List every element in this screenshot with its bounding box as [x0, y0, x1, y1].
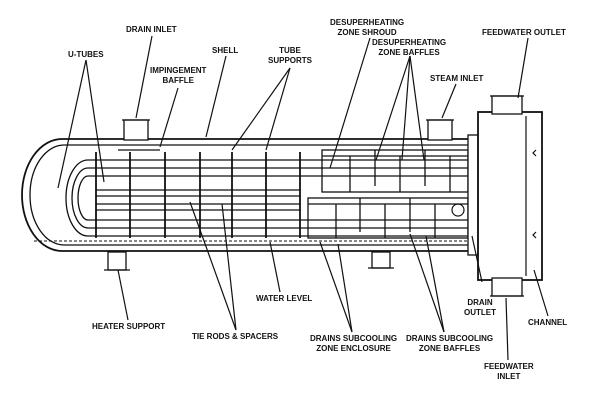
- label-feedwater-inlet-line1: FEEDWATER: [484, 362, 534, 371]
- label-drains-subcooling-zone-enclosure-line2: ZONE ENCLOSURE: [316, 344, 391, 353]
- feedwater-inlet-nozzle: [490, 277, 524, 297]
- label-tube-supports-line1: TUBE: [279, 46, 301, 55]
- label-desuperheating-zone-shroud-line1: DESUPERHEATING: [330, 18, 405, 27]
- label-desuperheating-zone-baffles-line2: ZONE BAFFLES: [378, 48, 440, 57]
- label-heater-support: HEATER SUPPORT: [92, 322, 166, 331]
- label-drains-subcooling-zone-baffles-line2: ZONE BAFFLES: [418, 344, 481, 353]
- label-drains-subcooling-zone-enclosure: DRAINS SUBCOOLING ZONE ENCLOSURE: [310, 334, 397, 354]
- subcooling-enclosure: [307, 197, 469, 239]
- label-drains-subcooling-zone-enclosure-line1: DRAINS SUBCOOLING: [310, 334, 398, 343]
- label-drains-subcooling-zone-baffles-line1: DRAINS SUBCOOLING: [406, 334, 494, 343]
- tube-support-plates: [95, 152, 301, 238]
- label-desuperheating-zone-shroud: DESUPERHEATING ZONE SHROUD: [330, 18, 404, 38]
- label-feedwater-inlet: FEEDWATER INLET: [484, 362, 534, 382]
- label-drain-inlet: DRAIN INLET: [126, 25, 177, 34]
- label-impingement-baffle-line1: IMPINGEMENT: [150, 66, 207, 75]
- tube-sheet: [467, 134, 479, 256]
- label-tie-rods-spacers: TIE RODS & SPACERS: [192, 332, 279, 341]
- label-feedwater-outlet: FEEDWATER OUTLET: [482, 28, 566, 37]
- label-impingement-baffle-line2: BAFFLE: [162, 76, 194, 85]
- label-tube-supports-line2: SUPPORTS: [268, 56, 313, 65]
- label-feedwater-inlet-line2: INLET: [497, 372, 521, 381]
- label-drain-outlet-line2: OUTLET: [464, 308, 496, 317]
- label-desuperheating-zone-baffles-line1: DESUPERHEATING: [372, 38, 447, 47]
- shell-body: [21, 138, 478, 252]
- steam-inlet-nozzle: [426, 119, 454, 141]
- label-impingement-baffle: IMPINGEMENT BAFFLE: [150, 66, 206, 86]
- label-u-tubes: U-TUBES: [68, 50, 104, 59]
- desuperheating-shroud: [321, 149, 469, 193]
- label-shell: SHELL: [212, 46, 239, 55]
- leader-lines: [57, 35, 549, 361]
- drain-inlet-nozzle: [118, 119, 160, 151]
- heater-support-foot: [104, 251, 130, 271]
- feedwater-outlet-nozzle: [490, 95, 524, 115]
- channel-body: [477, 111, 543, 281]
- label-steam-inlet: STEAM INLET: [430, 74, 484, 83]
- label-tube-supports: TUBE SUPPORTS: [268, 46, 312, 66]
- u-tube-bends: [65, 159, 89, 237]
- label-channel: CHANNEL: [528, 318, 568, 327]
- label-desuperheating-zone-shroud-line2: ZONE SHROUD: [337, 28, 397, 37]
- label-drain-outlet: DRAIN OUTLET: [464, 298, 496, 318]
- label-desuperheating-zone-baffles: DESUPERHEATING ZONE BAFFLES: [372, 38, 446, 58]
- label-water-level: WATER LEVEL: [256, 294, 313, 303]
- label-drains-subcooling-zone-baffles: DRAINS SUBCOOLING ZONE BAFFLES: [406, 334, 493, 354]
- label-drain-outlet-line1: DRAIN: [467, 298, 493, 307]
- drain-outlet-nozzle: [368, 251, 394, 269]
